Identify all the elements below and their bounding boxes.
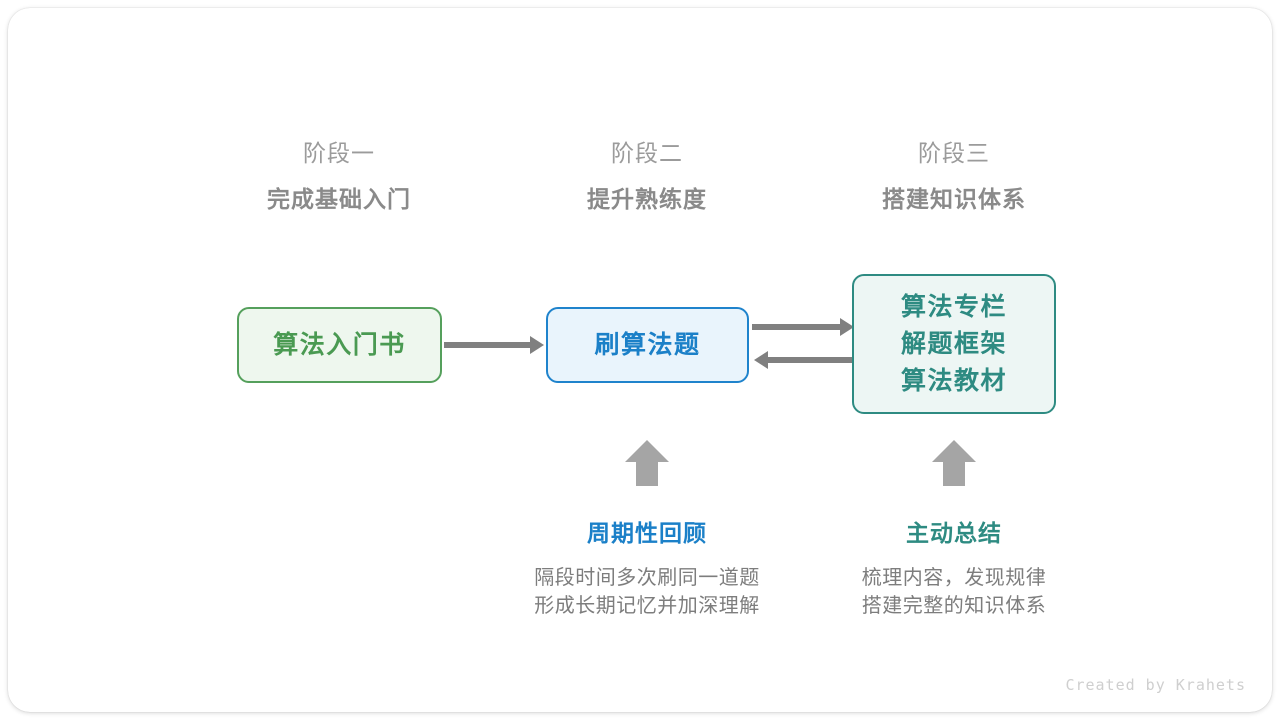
up-arrow-review-icon bbox=[624, 438, 670, 488]
arrow-practice-to-resources-head-icon bbox=[840, 318, 854, 336]
stage-title-3: 搭建知识体系 bbox=[882, 186, 1026, 212]
stage-label-2: 阶段二 bbox=[611, 140, 683, 166]
node-resources[interactable]: 算法专栏 解题框架 算法教材 bbox=[852, 274, 1056, 414]
note-active-summary-line-1: 梳理内容，发现规律 bbox=[861, 567, 1047, 589]
note-periodic-review-line-1: 隔段时间多次刷同一道题 bbox=[534, 567, 760, 589]
stage-label-3: 阶段三 bbox=[918, 140, 990, 166]
stage-title-2: 提升熟练度 bbox=[587, 186, 707, 212]
node-practice-problems-label: 刷算法题 bbox=[594, 330, 701, 359]
credit-text: Created by Krahets bbox=[1065, 676, 1246, 694]
node-intro-book-label: 算法入门书 bbox=[273, 330, 406, 359]
note-periodic-review: 周期性回顾 隔段时间多次刷同一道题 形成长期记忆并加深理解 bbox=[497, 518, 797, 620]
arrow-resources-to-practice-head-icon bbox=[754, 351, 768, 369]
node-practice-problems[interactable]: 刷算法题 bbox=[546, 307, 749, 383]
arrow-book-to-practice-head-icon bbox=[530, 336, 544, 354]
stage-label-1: 阶段一 bbox=[303, 140, 375, 166]
arrow-resources-to-practice-shaft bbox=[768, 357, 852, 363]
note-active-summary-line-2: 搭建完整的知识体系 bbox=[861, 595, 1047, 617]
node-resources-label-3: 算法教材 bbox=[900, 366, 1007, 395]
arrow-book-to-practice-shaft bbox=[444, 342, 532, 348]
diagram-card: 阶段一 完成基础入门 阶段二 提升熟练度 阶段三 搭建知识体系 算法入门书 刷算… bbox=[8, 8, 1272, 712]
node-intro-book[interactable]: 算法入门书 bbox=[237, 307, 442, 383]
node-resources-label-1: 算法专栏 bbox=[900, 292, 1007, 321]
stage-title-1: 完成基础入门 bbox=[267, 186, 411, 212]
up-arrow-summary-icon bbox=[931, 438, 977, 488]
note-periodic-review-line-2: 形成长期记忆并加深理解 bbox=[534, 595, 760, 617]
node-resources-label-2: 解题框架 bbox=[900, 329, 1007, 358]
stage-header-1: 阶段一 完成基础入门 bbox=[219, 138, 459, 214]
note-active-summary-title: 主动总结 bbox=[906, 520, 1002, 546]
stage-header-3: 阶段三 搭建知识体系 bbox=[834, 138, 1074, 214]
note-active-summary: 主动总结 梳理内容，发现规律 搭建完整的知识体系 bbox=[804, 518, 1104, 620]
arrow-practice-to-resources-shaft bbox=[752, 324, 842, 330]
stage-header-2: 阶段二 提升熟练度 bbox=[527, 138, 767, 214]
note-periodic-review-title: 周期性回顾 bbox=[587, 520, 707, 546]
